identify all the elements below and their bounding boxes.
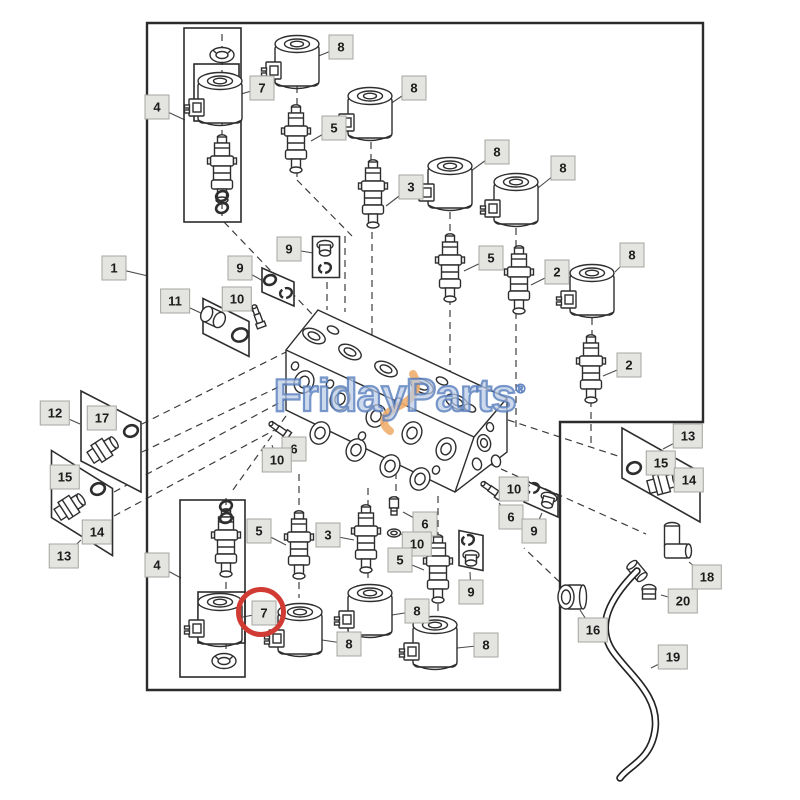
watermark-text-left: Frida — [273, 368, 384, 422]
callout-label-3-27: 3 — [315, 522, 341, 548]
o-ring — [218, 511, 234, 525]
valve-cartridge — [434, 233, 466, 303]
coil-nut — [209, 46, 235, 64]
callout-label-18-41: 18 — [691, 564, 723, 590]
solenoid-coil — [333, 583, 393, 639]
callout-label-3-5: 3 — [398, 174, 424, 200]
callout-label-13-21: 13 — [48, 543, 80, 569]
callout-label-8-2: 8 — [328, 34, 354, 60]
callout-label-8-10: 8 — [619, 242, 645, 268]
callout-label-8-6: 8 — [484, 139, 510, 165]
callout-label-5-33: 5 — [387, 547, 413, 573]
valve-cartridge — [280, 104, 312, 174]
cylinder-bushing — [199, 305, 227, 329]
callout-label-6-35: 6 — [498, 504, 524, 530]
seal-plate — [261, 266, 295, 308]
solenoid-coil — [479, 172, 539, 228]
callout-label-16-43: 16 — [577, 617, 609, 643]
callout-label-20-42: 20 — [667, 588, 699, 614]
hex-fitting — [86, 436, 119, 465]
callout-label-11-15: 11 — [160, 288, 190, 314]
hose-clamp — [641, 583, 657, 600]
callout-label-8-4: 8 — [401, 75, 427, 101]
retaining-clip — [278, 286, 294, 300]
hex-fitting — [53, 493, 86, 522]
o-ring — [625, 460, 643, 476]
solenoid-coil — [263, 602, 323, 658]
valve-cartridge — [350, 504, 382, 574]
grommet-bushing — [462, 549, 480, 567]
callout-label-7-1: 7 — [249, 75, 275, 101]
highlight-circle-part-7 — [236, 587, 286, 637]
parts-layer — [50, 34, 701, 782]
solenoid-coil — [260, 34, 320, 90]
callout-label-14-20: 14 — [81, 519, 113, 545]
screw — [388, 496, 400, 516]
callout-label-9-14: 9 — [227, 255, 253, 281]
callout-label-10-23: 10 — [261, 447, 293, 473]
callout-label-1-12: 1 — [101, 255, 127, 281]
callout-label-5-3: 5 — [321, 115, 347, 141]
callout-label-8-31: 8 — [404, 598, 430, 624]
o-ring — [230, 327, 250, 343]
callout-label-5-26: 5 — [246, 518, 272, 544]
callout-label-5-8: 5 — [478, 245, 504, 271]
valve-cartridge — [422, 534, 454, 604]
solenoid-coil — [398, 615, 458, 671]
diagram-frame — [145, 21, 705, 692]
small-nut — [386, 528, 402, 538]
grommet-bushing — [316, 239, 334, 257]
callout-label-9-37: 9 — [458, 579, 484, 605]
o-ring — [89, 481, 107, 497]
callout-label-2-11: 2 — [616, 352, 642, 378]
callout-label-14-40: 14 — [673, 467, 705, 493]
solenoid-coil — [183, 71, 243, 127]
solenoid-coil — [555, 263, 615, 319]
valve-cartridge — [283, 510, 315, 580]
elbow-fitting — [663, 521, 693, 559]
bolt — [250, 304, 267, 330]
o-ring — [262, 273, 278, 287]
valve-cartridge — [357, 159, 389, 229]
callout-label-15-19: 15 — [49, 464, 81, 490]
o-ring — [214, 201, 230, 215]
grommet-bushing — [540, 491, 558, 509]
valve-cartridge — [575, 334, 607, 404]
callout-label-8-30: 8 — [336, 631, 362, 657]
callout-label-17-18: 17 — [86, 405, 118, 431]
o-ring — [214, 189, 230, 203]
retaining-clip — [460, 533, 476, 547]
plug-fitting — [557, 584, 588, 610]
callout-label-2-9: 2 — [544, 259, 570, 285]
callout-label-10-16: 10 — [221, 286, 253, 312]
retaining-clip — [317, 261, 333, 275]
coil-nut — [211, 652, 237, 670]
watermark-text-mid: y — [380, 368, 408, 422]
valve-cartridge — [503, 245, 535, 315]
callout-label-8-7: 8 — [550, 155, 576, 181]
o-ring — [122, 423, 140, 439]
callout-label-4-0: 4 — [144, 94, 170, 120]
callout-label-15-39: 15 — [645, 450, 677, 476]
callout-label-8-32: 8 — [473, 632, 499, 658]
watermark-text-right: Parts — [405, 368, 518, 422]
callout-label-13-38: 13 — [672, 423, 704, 449]
callout-label-12-17: 12 — [39, 400, 71, 426]
callout-label-10-34: 10 — [498, 476, 530, 502]
callout-label-4-28: 4 — [144, 552, 170, 578]
callout-label-19-44: 19 — [657, 644, 689, 670]
registered-trademark-icon: ® — [515, 380, 526, 396]
valve-manifold-block — [285, 309, 508, 493]
hydraulic-hose — [601, 567, 660, 782]
callout-label-9-13: 9 — [276, 236, 302, 262]
callout-label-10-25: 10 — [401, 531, 433, 557]
o-ring — [218, 499, 234, 513]
watermark-fridayparts: FridayParts® — [273, 368, 526, 422]
solenoid-coil — [333, 86, 393, 142]
callout-label-9-36: 9 — [521, 518, 547, 544]
